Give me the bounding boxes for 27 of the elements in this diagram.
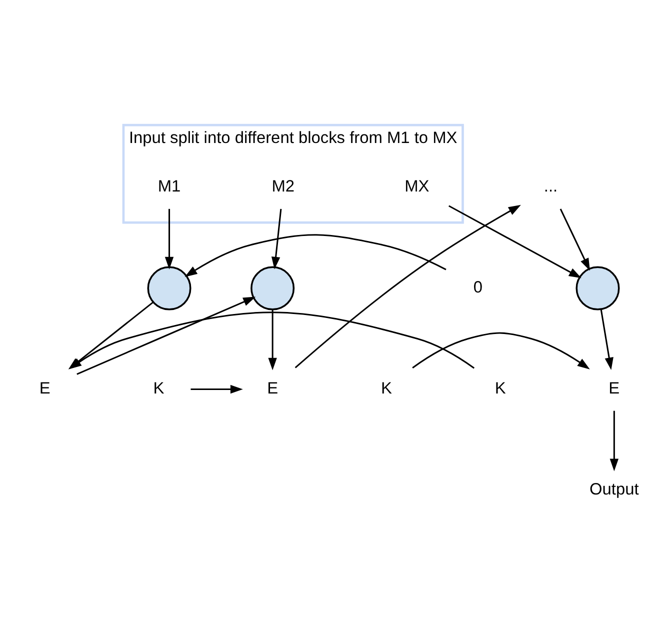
arrow [164,208,174,269]
node-text: K [494,379,506,398]
node-text: E [267,379,278,398]
node-text: Output [590,480,639,498]
arrow [610,410,619,471]
node-text: K [380,379,392,398]
arrow [268,309,277,370]
node-text: M2 [272,177,295,196]
arrow [412,332,590,369]
node-circle [147,266,192,310]
node-circle [250,266,295,310]
node-text: ... [544,177,558,196]
node-circle [576,266,620,310]
node-text: 0 [473,278,483,296]
arrow [76,296,256,374]
arrow [448,204,582,278]
node-text: MX [404,177,430,196]
node-text: M1 [158,177,181,196]
arrow [271,208,282,269]
node-text: K [153,379,164,398]
arrow [184,234,446,276]
arrow [600,308,614,370]
node-text: E [39,379,50,398]
arrow [560,208,590,270]
arrow [190,384,243,394]
node-text: E [608,379,620,398]
arrow [294,204,521,368]
